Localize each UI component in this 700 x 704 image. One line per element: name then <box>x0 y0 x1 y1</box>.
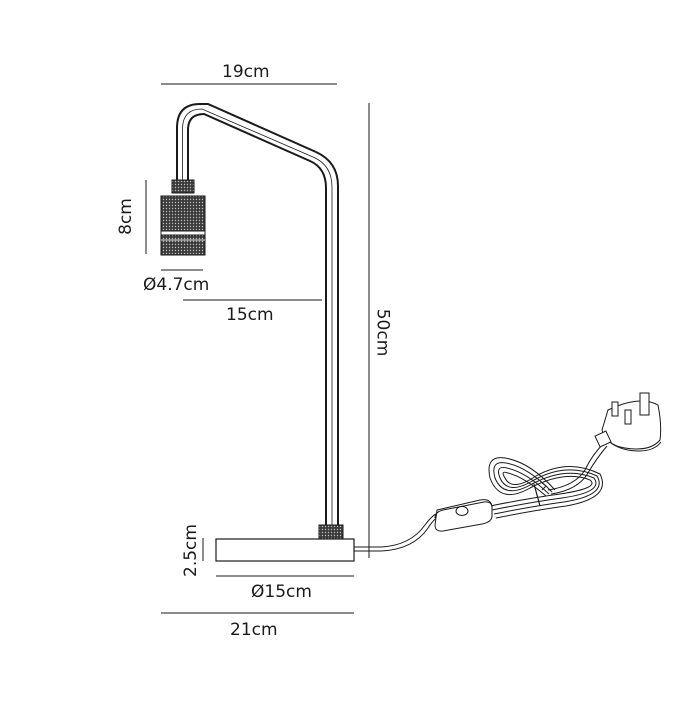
lamp-base <box>215 538 355 562</box>
label-overall-width: 21cm <box>230 620 278 640</box>
label-arm-offset: 15cm <box>226 305 274 325</box>
dimension-lines <box>145 83 370 614</box>
lamp-holder <box>160 179 206 256</box>
label-overall-arm-width: 19cm <box>222 62 270 82</box>
label-shade-diameter: Ø4.7cm <box>143 275 210 295</box>
cable <box>354 442 608 552</box>
label-base-height: 2.5cm <box>180 524 201 577</box>
lamp-arm <box>176 103 339 525</box>
label-overall-height: 50cm <box>372 308 393 357</box>
label-base-diameter: Ø15cm <box>251 582 312 602</box>
base-collar <box>318 524 344 540</box>
uk-plug <box>594 392 662 452</box>
inline-switch <box>434 499 493 532</box>
label-shade-height: 8cm <box>115 198 136 235</box>
